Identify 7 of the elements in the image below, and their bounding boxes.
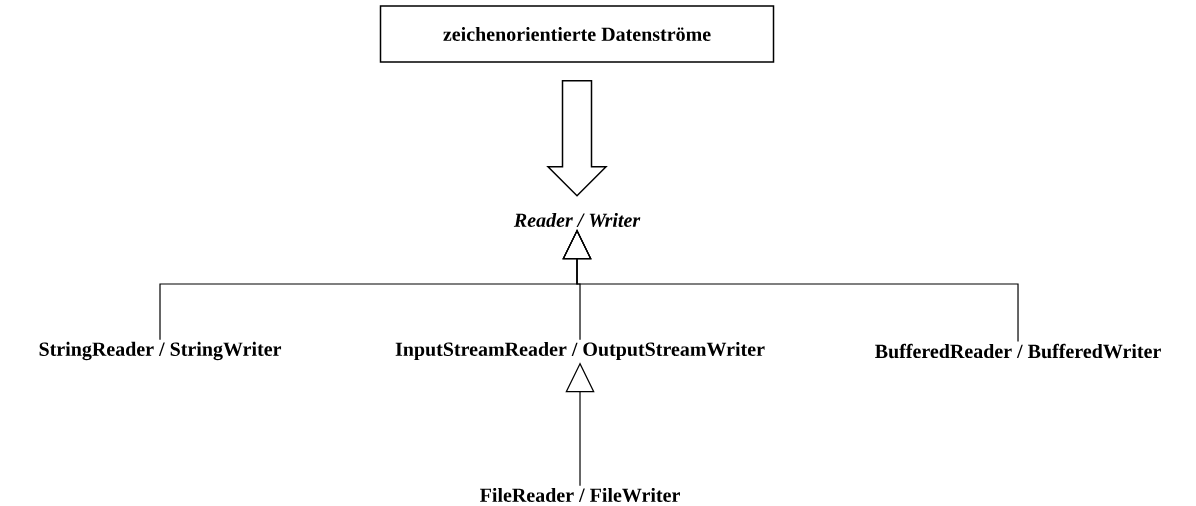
class-label: StringReader / StringWriter [39,341,282,361]
class-label: FileReader / FileWriter [480,487,680,503]
block-arrow [546,80,608,197]
class-label: InputStreamReader / OutputStreamWriter [395,341,765,361]
class-label: BufferedReader / BufferedWriter [875,343,1161,359]
title-box: zeichenorientierte Datenströme [379,5,775,63]
class-label: Reader / Writer [513,212,641,228]
